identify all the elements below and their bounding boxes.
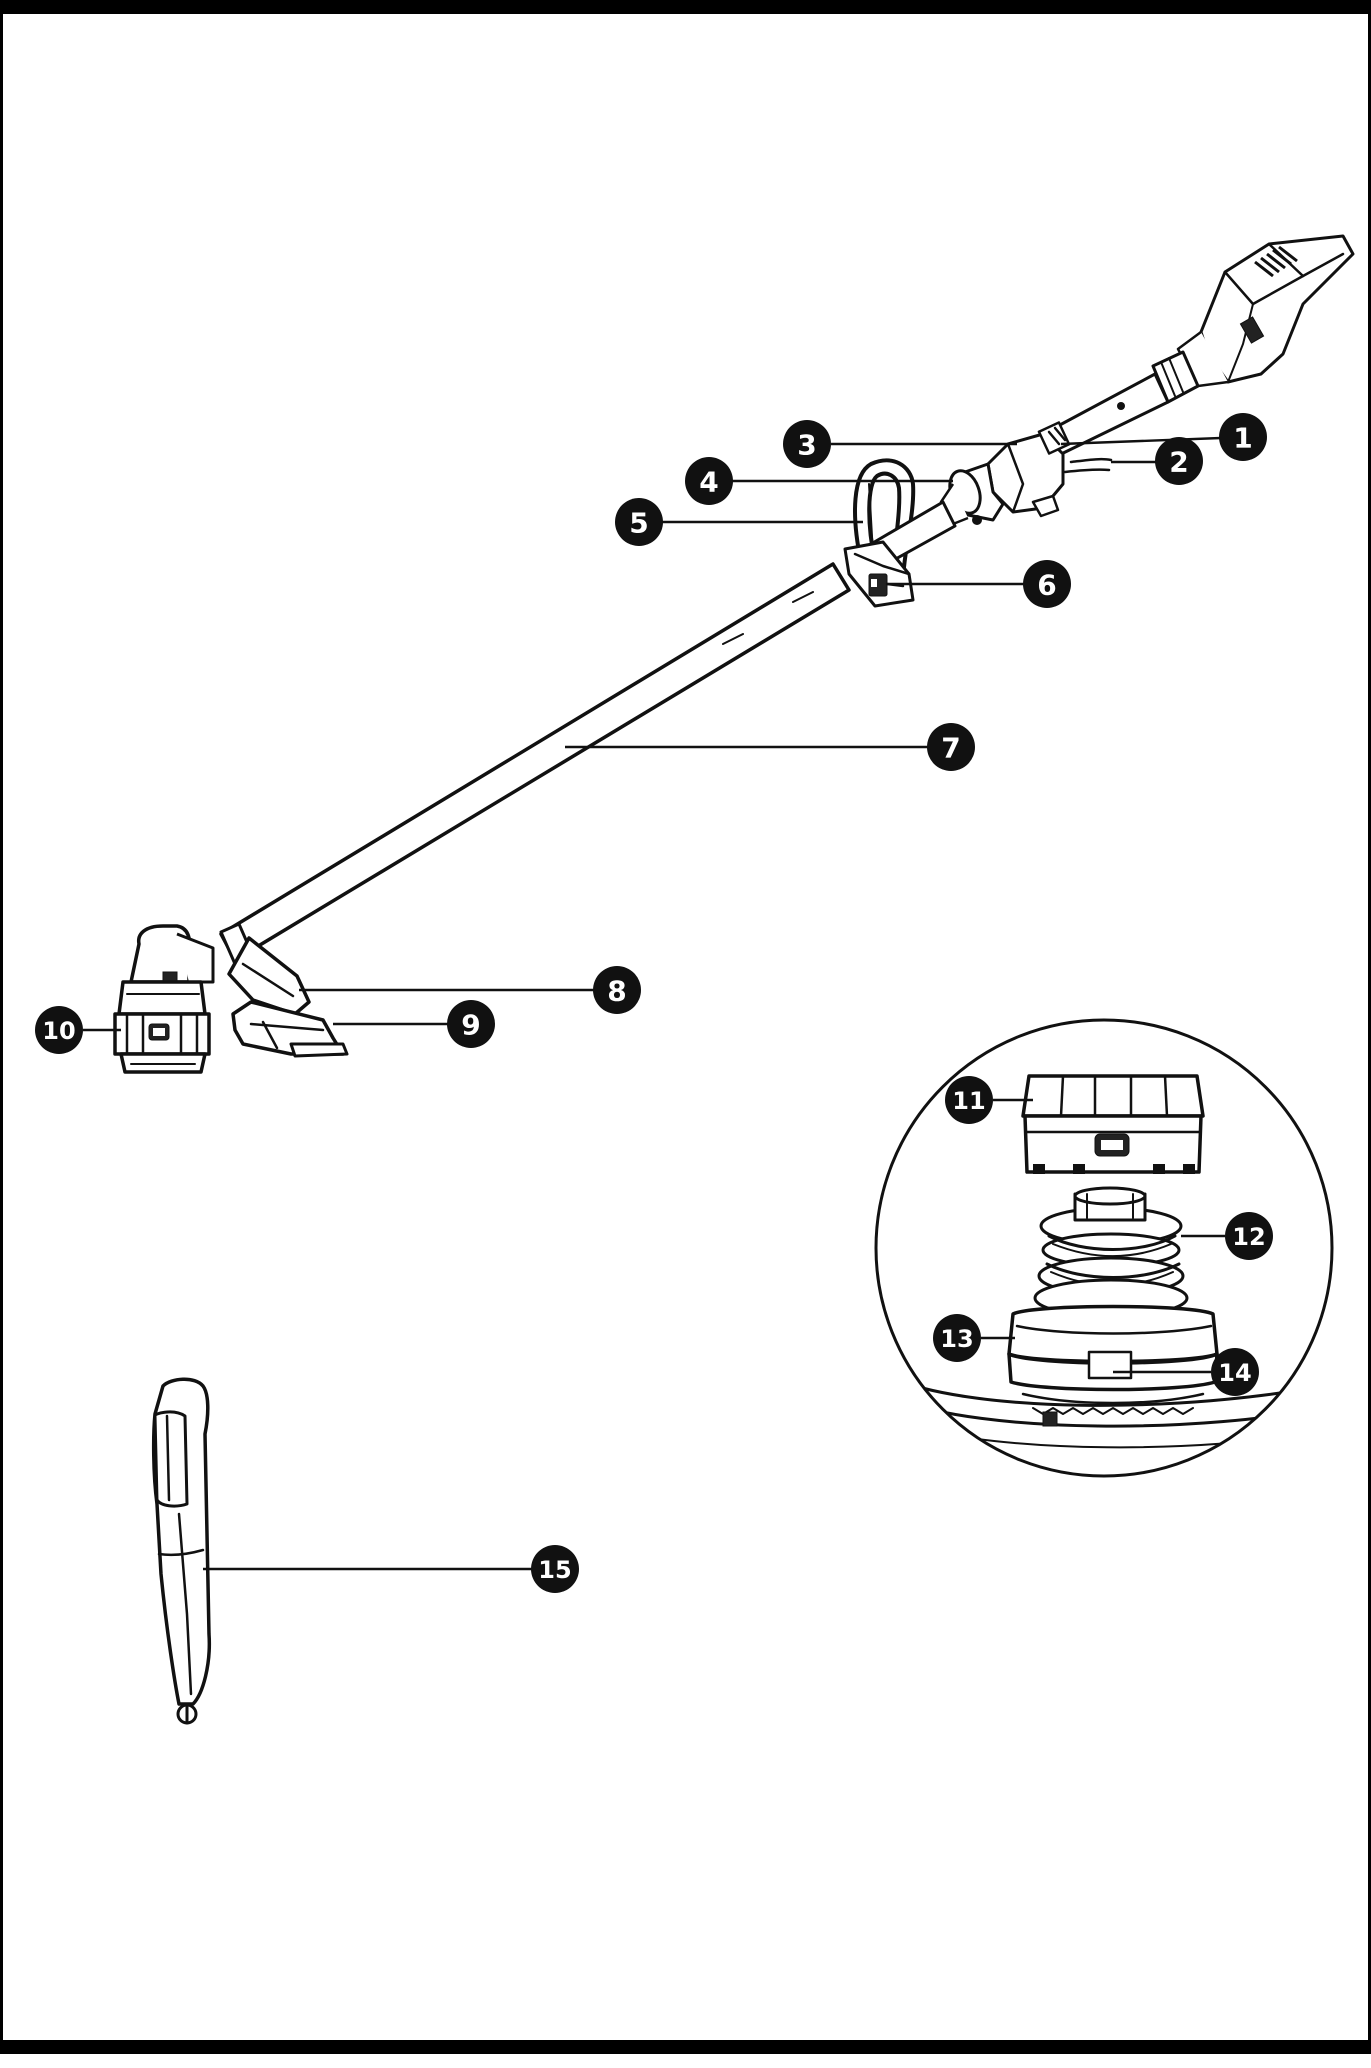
- callout-10: 10: [35, 1006, 83, 1054]
- callout-5-label: 5: [629, 507, 648, 540]
- callout-6-label: 6: [1037, 569, 1056, 602]
- callout-7-label: 7: [941, 732, 960, 765]
- shaft-collar: [939, 462, 1005, 526]
- callout-5: 5: [615, 498, 663, 546]
- callout-12-label: 12: [1232, 1223, 1265, 1251]
- callout-14: 14: [1211, 1348, 1259, 1396]
- callout-7: 7: [927, 723, 975, 771]
- callout-11: 11: [945, 1076, 993, 1124]
- lower-shaft: [219, 562, 851, 962]
- callout-13-label: 13: [940, 1325, 973, 1353]
- callout-3-label: 3: [797, 429, 816, 462]
- callout-9: 9: [447, 1000, 495, 1048]
- callout-12: 12: [1225, 1212, 1273, 1260]
- callout-14-label: 14: [1218, 1359, 1251, 1387]
- main-handle: [986, 421, 1113, 518]
- callout-13: 13: [933, 1314, 981, 1362]
- spool-cover: [1021, 1074, 1205, 1174]
- trimmer-parts-diagram: 1 2 3 4 5 6 7 8 9 10 11 12: [35, 234, 1355, 1725]
- callout-8: 8: [593, 966, 641, 1014]
- callout-1: 1: [1219, 413, 1267, 461]
- string-trimmer-illustration: [113, 234, 1355, 1074]
- cutting-head: [113, 922, 255, 1074]
- callout-6: 6: [1023, 560, 1071, 608]
- guard: [227, 936, 349, 1058]
- callout-2-label: 2: [1169, 446, 1188, 479]
- callout-3: 3: [783, 420, 831, 468]
- callout-15-label: 15: [538, 1556, 571, 1584]
- leader-1: [1060, 436, 1222, 446]
- battery-housing: [1176, 234, 1355, 388]
- callout-4-label: 4: [699, 466, 718, 499]
- leader-lines: [83, 436, 1225, 1571]
- callout-9-label: 9: [461, 1009, 480, 1042]
- callout-10-label: 10: [42, 1017, 75, 1045]
- callout-1-label: 1: [1233, 422, 1252, 455]
- callout-4: 4: [685, 457, 733, 505]
- callout-11-label: 11: [952, 1087, 985, 1115]
- callout-2: 2: [1155, 437, 1203, 485]
- shoulder-strap: [151, 1377, 212, 1725]
- callout-15: 15: [531, 1545, 579, 1593]
- callout-8-label: 8: [607, 975, 626, 1008]
